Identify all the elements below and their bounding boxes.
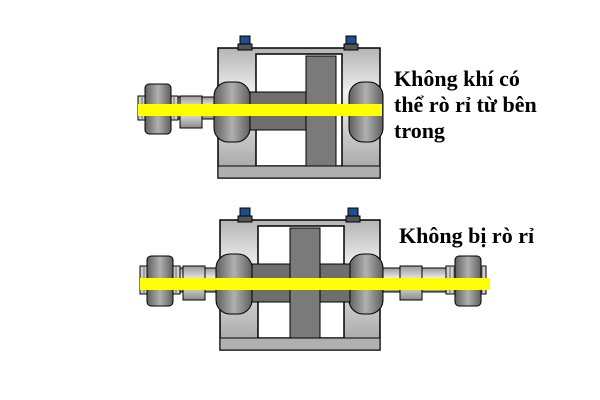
bottom-highlight-band — [140, 278, 490, 290]
leak-caption-line-3: trong — [394, 118, 445, 143]
leak-caption-line-2: thể rò rỉ từ bên — [394, 92, 537, 117]
leak-caption-line-1: Không khí có — [394, 66, 520, 91]
no-leak-caption: Không bị rò rỉ — [399, 223, 535, 248]
top-body-band — [217, 165, 381, 179]
top-highlight-band — [138, 104, 382, 116]
air-fitting-icon — [343, 35, 359, 51]
bottom-body-band — [219, 337, 381, 351]
bottom-cylinder — [139, 207, 490, 351]
leak-caption: Không khí có thể rò rỉ từ bên trong — [394, 66, 594, 144]
top-cylinder — [137, 35, 384, 179]
air-fitting-icon — [237, 35, 253, 51]
air-fitting-icon — [345, 207, 361, 223]
air-fitting-icon — [237, 207, 253, 223]
